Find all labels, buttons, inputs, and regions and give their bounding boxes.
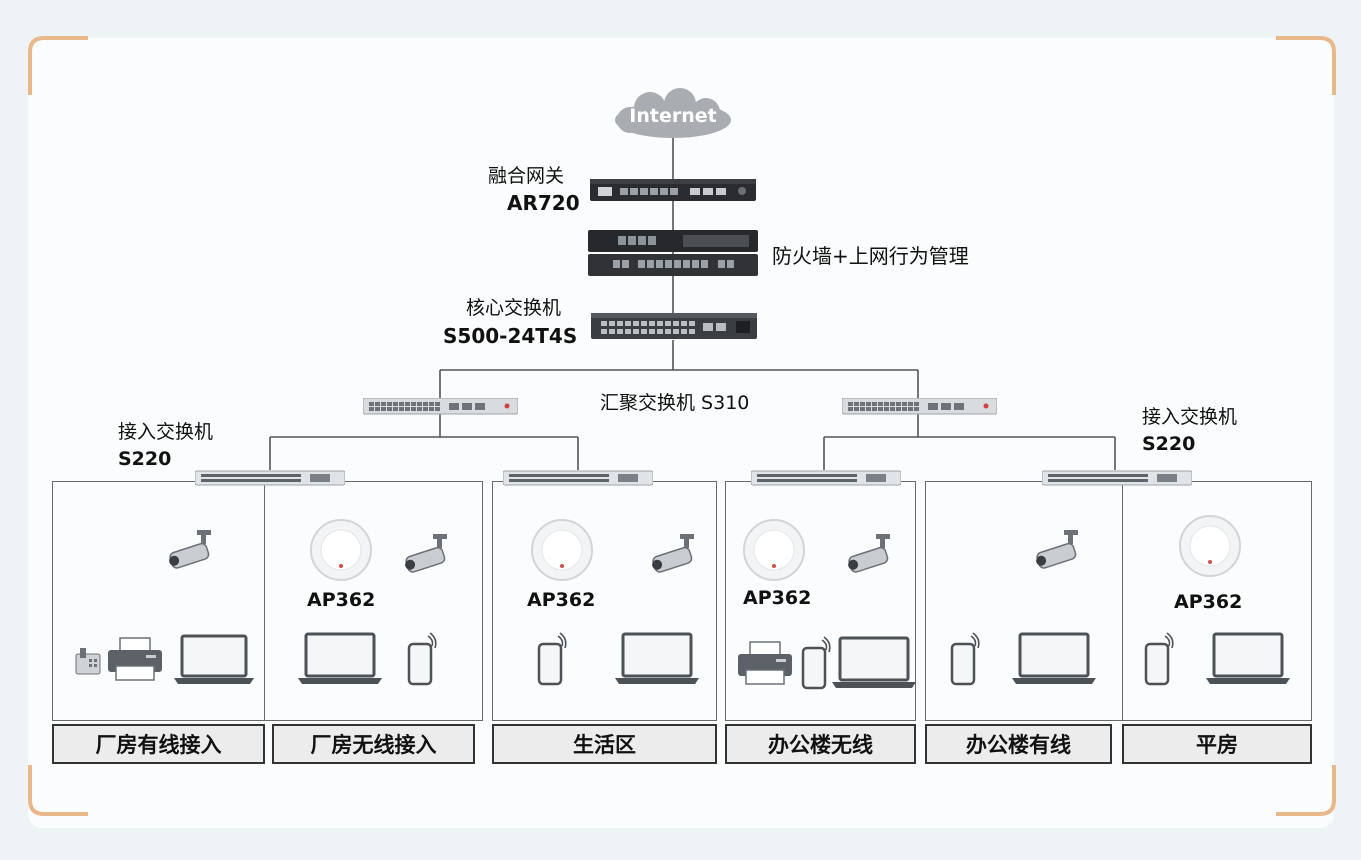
ap-label: AP362 bbox=[307, 589, 376, 611]
camera-icon bbox=[169, 530, 211, 569]
zone-label-factory-wireless: 厂房无线接入 bbox=[272, 724, 475, 764]
phone-icon bbox=[801, 636, 831, 690]
access-switch-right-model: S220 bbox=[1142, 433, 1196, 455]
laptop-icon bbox=[298, 632, 382, 684]
firewall-icon bbox=[588, 230, 758, 276]
internet-cloud-icon bbox=[615, 88, 731, 138]
gateway-title: 融合网关 bbox=[488, 165, 565, 187]
laptop-icon bbox=[832, 636, 916, 688]
phone-icon bbox=[537, 632, 567, 686]
access-switch-icon bbox=[1042, 470, 1192, 486]
phone-icon bbox=[407, 632, 437, 686]
diagram-panel bbox=[28, 38, 1334, 828]
zone-box-factory-wireless bbox=[264, 481, 483, 721]
zone-label-living-area: 生活区 bbox=[492, 724, 717, 764]
printer-icon bbox=[738, 641, 792, 685]
phone-icon bbox=[950, 632, 980, 686]
core-switch-title: 核心交换机 bbox=[466, 297, 562, 319]
gateway-router-icon bbox=[590, 179, 756, 201]
phone-icon bbox=[1144, 632, 1174, 686]
aggregation-switch-right-icon bbox=[842, 398, 997, 415]
access-point-icon bbox=[743, 519, 805, 581]
aggregation-switch-left-icon bbox=[363, 398, 518, 415]
core-switch-model: S500-24T4S bbox=[443, 324, 578, 348]
laptop-icon bbox=[1206, 632, 1290, 684]
laptop-icon bbox=[615, 632, 699, 684]
fax-icon bbox=[75, 648, 101, 675]
gateway-model: AR720 bbox=[507, 191, 580, 215]
access-point-icon bbox=[1179, 515, 1241, 577]
internet-label: Internet bbox=[629, 105, 717, 127]
camera-icon bbox=[405, 534, 447, 573]
zone-label-office-wireless: 办公楼无线 bbox=[725, 724, 916, 764]
access-switch-icon bbox=[195, 470, 345, 486]
ap-label: AP362 bbox=[1174, 591, 1243, 613]
core-switch-icon bbox=[591, 313, 757, 339]
access-switch-left-model: S220 bbox=[118, 448, 172, 470]
access-point-icon bbox=[531, 519, 593, 581]
camera-icon bbox=[848, 534, 890, 573]
printer-icon bbox=[108, 637, 162, 681]
firewall-label: 防火墙+上网行为管理 bbox=[772, 244, 969, 268]
access-switch-left-title: 接入交换机 bbox=[118, 421, 214, 443]
zone-label-bungalow: 平房 bbox=[1122, 724, 1312, 764]
ap-label: AP362 bbox=[743, 587, 812, 609]
access-point-icon bbox=[310, 519, 372, 581]
zone-label-office-wired: 办公楼有线 bbox=[925, 724, 1112, 764]
aggregation-switch-label: 汇聚交换机 S310 bbox=[600, 392, 750, 414]
camera-icon bbox=[1036, 530, 1078, 569]
laptop-icon bbox=[174, 634, 254, 684]
access-switch-icon bbox=[503, 470, 653, 486]
access-switch-right-title: 接入交换机 bbox=[1142, 406, 1238, 428]
access-switch-icon bbox=[751, 470, 901, 486]
camera-icon bbox=[652, 534, 694, 573]
ap-label: AP362 bbox=[527, 589, 596, 611]
zone-box-bungalow bbox=[1122, 481, 1312, 721]
zone-label-factory-wired: 厂房有线接入 bbox=[52, 724, 265, 764]
laptop-icon bbox=[1012, 632, 1096, 684]
